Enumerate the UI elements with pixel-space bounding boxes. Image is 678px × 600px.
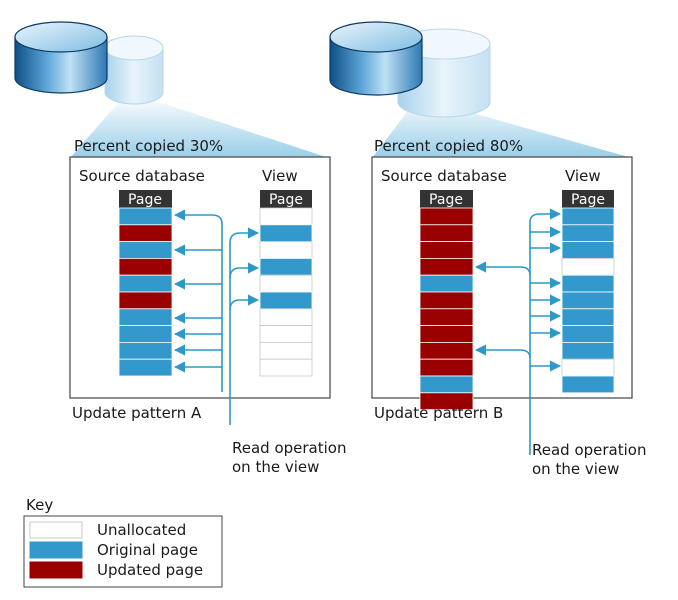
database-icon (14, 21, 164, 105)
page-cell-unallocated (259, 207, 313, 226)
view-page-header (562, 190, 614, 208)
page-cell-original (561, 325, 615, 343)
key-label-original: Original page (97, 541, 198, 559)
view-pages-column (259, 207, 313, 377)
panel-update-pattern-b: Percent copied 80% Source database View … (329, 21, 646, 478)
page-cell-unallocated (561, 358, 615, 377)
key-label-unallocated: Unallocated (97, 521, 186, 539)
view-label: View (565, 167, 601, 185)
page-cell-original (419, 375, 474, 394)
read-arrows (474, 208, 562, 455)
page-cell-original (118, 358, 173, 377)
source-page-header (119, 190, 172, 208)
database-icon (329, 21, 491, 118)
page-cell-updated (118, 257, 173, 276)
view-label: View (262, 167, 298, 185)
page-cell-updated (419, 241, 474, 259)
page-cell-original (118, 341, 173, 360)
page-cell-original (561, 241, 615, 259)
source-page-header (420, 190, 473, 208)
percent-copied-label: Percent copied 80% (374, 137, 523, 155)
page-cell-original (561, 207, 615, 226)
page-cell-original (561, 341, 615, 360)
page-cell-unallocated (259, 274, 313, 293)
page-cell-unallocated (259, 325, 313, 343)
panel-update-pattern-a: Percent copied 30% Source database View … (14, 21, 346, 476)
update-pattern-label: Update pattern B (374, 404, 503, 422)
page-cell-unallocated (259, 341, 313, 360)
view-pages-column (561, 207, 615, 394)
page-cell-updated (419, 325, 474, 343)
read-operation-label-line2: on the view (232, 458, 319, 476)
page-cell-original (259, 291, 313, 310)
page-cell-updated (118, 224, 173, 243)
page-cell-original (561, 274, 615, 293)
page-cell-updated (419, 358, 474, 377)
percent-copied-label: Percent copied 30% (74, 137, 223, 155)
key-title: Key (26, 496, 53, 514)
page-cell-original (118, 207, 173, 226)
page-cell-updated (419, 308, 474, 326)
page-cell-original (419, 274, 474, 293)
source-page-header-label: Page (429, 192, 463, 208)
view-page-header-label: Page (571, 192, 605, 208)
page-cell-original (259, 224, 313, 243)
key-swatch-unallocated (29, 521, 83, 539)
page-cell-original (118, 241, 173, 259)
page-cell-unallocated (561, 257, 615, 276)
page-cell-unallocated (259, 358, 313, 377)
source-pages-column (118, 207, 173, 377)
read-operation-label-line2: on the view (532, 460, 619, 478)
copy-beam (70, 95, 329, 158)
page-cell-original (561, 308, 615, 326)
read-operation-label-line1: Read operation (532, 441, 646, 459)
page-cell-original (118, 308, 173, 326)
page-cell-updated (419, 392, 474, 410)
source-pages-column (419, 207, 474, 410)
page-cell-original (561, 375, 615, 394)
page-cell-updated (419, 341, 474, 360)
page-cell-unallocated (259, 308, 313, 326)
page-cell-original (259, 257, 313, 276)
source-database-label: Source database (381, 167, 507, 185)
read-arrows (173, 209, 260, 425)
read-operation-label-line1: Read operation (232, 439, 346, 457)
page-cell-updated (118, 291, 173, 310)
page-cell-updated (419, 291, 474, 310)
view-page-header-label: Page (269, 192, 303, 208)
key-label-updated: Updated page (97, 561, 203, 579)
page-cell-original (118, 325, 173, 343)
view-page-header (260, 190, 312, 208)
key-swatch-updated (29, 561, 83, 579)
page-cell-original (561, 224, 615, 243)
update-pattern-label: Update pattern A (72, 404, 202, 422)
source-page-header-label: Page (128, 192, 162, 208)
source-database-label: Source database (79, 167, 205, 185)
page-cell-updated (419, 257, 474, 276)
page-cell-original (118, 274, 173, 293)
page-cell-updated (419, 224, 474, 243)
page-cell-unallocated (259, 241, 313, 259)
page-cell-updated (419, 207, 474, 226)
key-swatch-original (29, 541, 83, 559)
page-cell-original (561, 291, 615, 310)
